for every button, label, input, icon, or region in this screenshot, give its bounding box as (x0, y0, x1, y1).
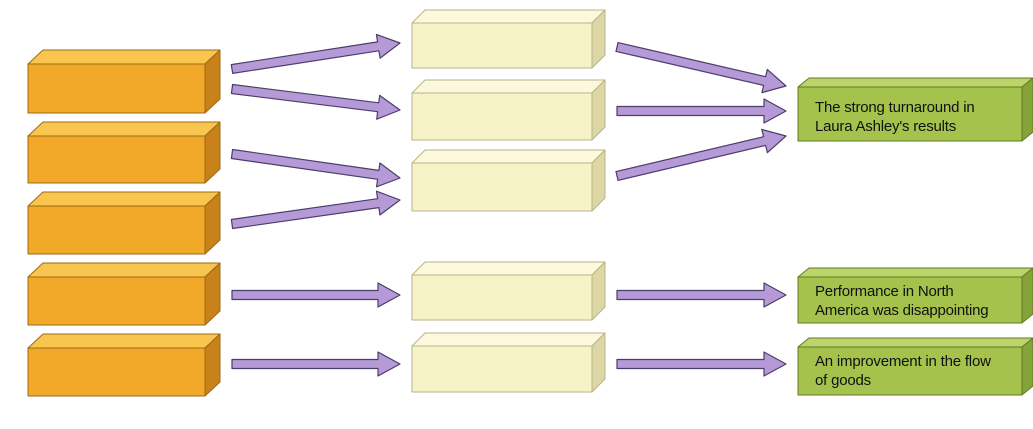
outcome-3-text: An improvement in the flow of goods (815, 353, 991, 389)
outcome-box-1-side (1021, 77, 1033, 142)
middle-box-2-side (591, 79, 606, 141)
middle-box-2-top (411, 79, 606, 94)
middle-box-2-front (411, 92, 593, 141)
middle-box-4-side (591, 261, 606, 321)
middle-box-5-side (591, 332, 606, 393)
outcome-box-2-side (1021, 267, 1033, 324)
outcome-1-text: The strong turnaround in Laura Ashley's … (815, 99, 975, 135)
arrow-middle2-to-outcome1 (616, 98, 787, 124)
middle-box-5 (411, 332, 606, 393)
arrow-middle1-to-outcome1 (615, 41, 787, 94)
outcome-box-3-side (1021, 337, 1033, 396)
cause-box-1-front (27, 63, 206, 114)
arrow-cause1-to-middle2 (230, 83, 401, 120)
outcome-box-1 (797, 77, 1033, 142)
cause-box-4-side (204, 262, 221, 326)
middle-box-3-front (411, 162, 593, 212)
outcome-box-2-top (797, 267, 1033, 278)
cause-box-3-front (27, 205, 206, 255)
cause-box-2-side (204, 121, 221, 184)
cause-box-5-side (204, 333, 221, 397)
cause-box-3 (27, 191, 221, 255)
arrow-group (230, 33, 787, 377)
cause-box-1 (27, 49, 221, 114)
cause-box-2-top (27, 121, 221, 137)
outcome-box-1-top (797, 77, 1033, 88)
middle-box-3-top (411, 149, 606, 164)
middle-box-1-side (591, 9, 606, 69)
outcome-2-text: Performance in North America was disappo… (815, 283, 989, 319)
outcome-box-2 (797, 267, 1033, 324)
arrow-middle4-to-outcome2 (616, 282, 787, 308)
middle-box-3-side (591, 149, 606, 212)
middle-box-5-front (411, 345, 593, 393)
arrow-middle3-to-outcome1 (615, 128, 787, 181)
arrow-cause5-to-middle5 (231, 351, 401, 377)
outcome-box-3 (797, 337, 1033, 396)
middle-box-1-front (411, 22, 593, 69)
cause-box-4-front (27, 276, 206, 326)
middle-box-4-front (411, 274, 593, 321)
cause-box-4 (27, 262, 221, 326)
arrow-cause4-to-middle4 (231, 282, 401, 308)
cause-box-4-top (27, 262, 221, 278)
cause-box-5-front (27, 347, 206, 397)
cause-box-5-top (27, 333, 221, 349)
arrow-cause2-to-middle3 (230, 148, 401, 188)
middle-box-1 (411, 9, 606, 69)
middle-box-5-top (411, 332, 606, 347)
arrow-cause1-to-middle1 (230, 33, 401, 75)
middle-box-3 (411, 149, 606, 212)
middle-box-1-top (411, 9, 606, 24)
cause-box-1-top (27, 49, 221, 65)
middle-box-4 (411, 261, 606, 321)
cause-box-2 (27, 121, 221, 184)
middle-box-4-top (411, 261, 606, 276)
outcome-box-3-top (797, 337, 1033, 348)
arrow-middle5-to-outcome3 (616, 351, 787, 377)
middle-box-2 (411, 79, 606, 141)
arrow-cause3-to-middle3 (230, 190, 401, 230)
cause-box-2-front (27, 135, 206, 184)
cause-box-1-side (204, 49, 221, 114)
cause-box-5 (27, 333, 221, 397)
cause-box-3-side (204, 191, 221, 255)
cause-box-3-top (27, 191, 221, 207)
